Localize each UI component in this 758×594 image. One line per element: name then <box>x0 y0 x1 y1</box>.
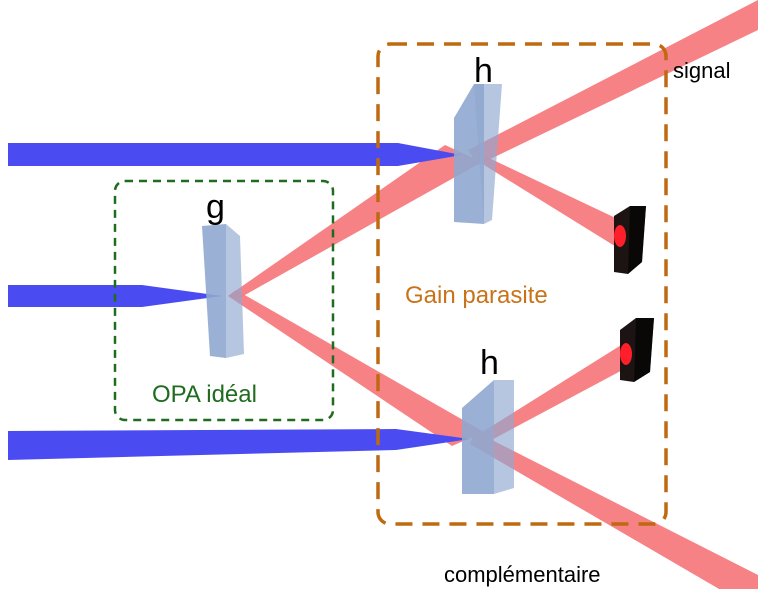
crystal-g-label: g <box>206 188 225 226</box>
crystal-g <box>202 224 244 358</box>
crystal-h-bottom-label: h <box>480 344 499 382</box>
complementaire-label: complémentaire <box>444 562 601 587</box>
crystal-h-bottom <box>462 380 514 494</box>
pump-beam-bottom <box>8 429 470 460</box>
beam-dumps <box>614 206 654 382</box>
opa-ideal-box <box>113 179 335 422</box>
red-beam-to-dump-bottom <box>476 342 630 444</box>
signal-beam <box>468 0 758 165</box>
red-beam-g-to-h-top <box>228 145 482 300</box>
pump-beam-top <box>8 143 462 166</box>
pump-beams <box>8 143 470 460</box>
red-beam-to-dump-top <box>472 150 624 248</box>
red-beam-g-to-h-bottom <box>228 290 484 446</box>
complementaire-beam <box>470 434 758 594</box>
opa-ideal-label: OPA idéal <box>152 381 257 408</box>
beam-dump-bottom <box>620 318 654 382</box>
gain-parasite-label: Gain parasite <box>405 282 548 309</box>
beam-dump-top <box>614 206 646 274</box>
crystal-h-top <box>454 84 502 224</box>
crystal-h-top-label: h <box>474 52 493 90</box>
signal-label: signal <box>673 58 730 83</box>
crystals <box>202 84 514 494</box>
red-beams <box>228 0 758 594</box>
